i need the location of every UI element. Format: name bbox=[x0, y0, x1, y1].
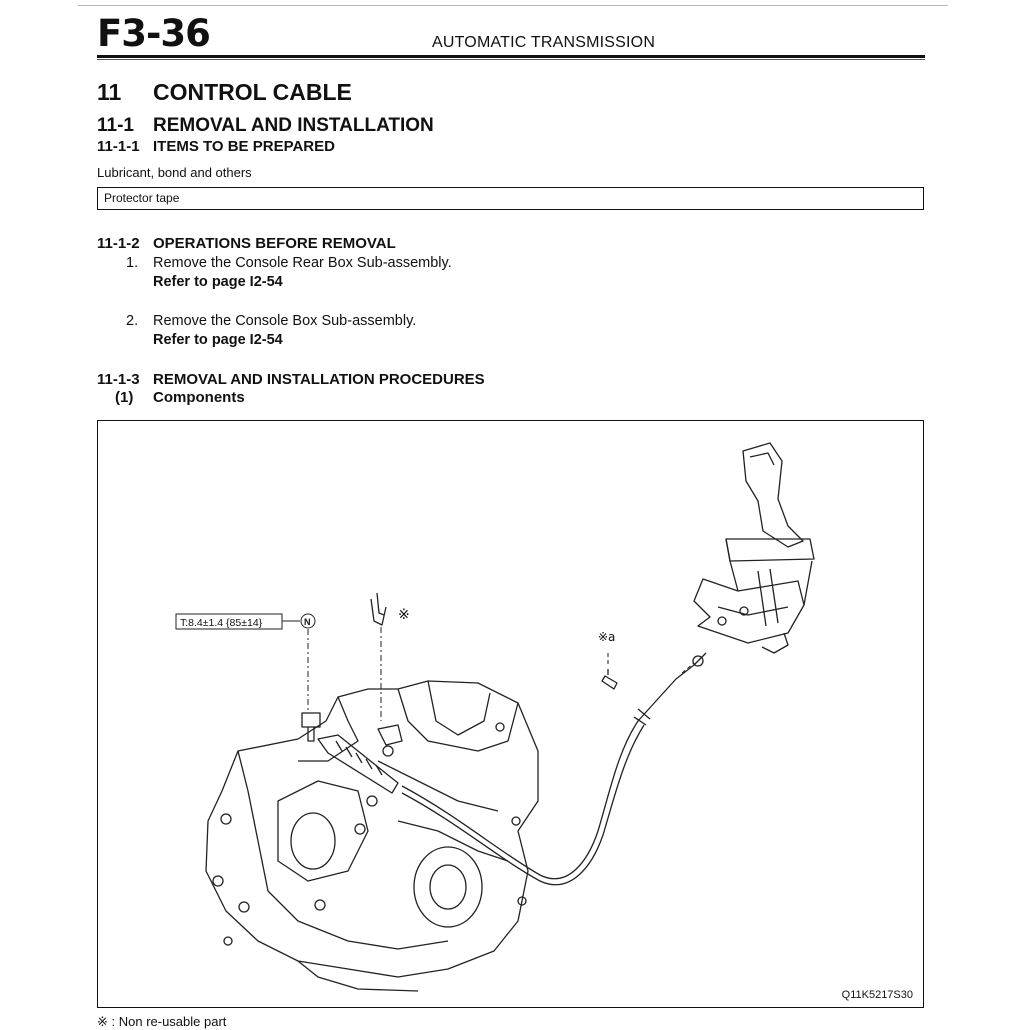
items-table-cell: Protector tape bbox=[104, 191, 180, 205]
pin-mark: ※a bbox=[598, 630, 615, 644]
items-category: Lubricant, bond and others bbox=[97, 165, 252, 180]
components-figure: T:8.4±1.4 {85±14} N ※ ※a Q11K5217S30 bbox=[97, 420, 924, 1008]
page-number: F3-36 bbox=[97, 12, 211, 55]
torque-symbol: N bbox=[304, 617, 311, 627]
header-rule bbox=[97, 55, 925, 58]
section-number: 11 bbox=[97, 79, 122, 105]
clip-part bbox=[370, 592, 387, 626]
procedures-title: REMOVAL AND INSTALLATION PROCEDURES bbox=[153, 371, 485, 388]
procedures-number: 11-1-3 bbox=[97, 371, 140, 388]
figure-code: Q11K5217S30 bbox=[841, 989, 913, 1001]
items-table: Protector tape bbox=[97, 187, 924, 210]
items-number: 11-1-1 bbox=[97, 138, 140, 155]
subsection-number: 11-1 bbox=[97, 115, 134, 136]
components-number: (1) bbox=[115, 389, 134, 406]
transaxle-housing bbox=[205, 680, 539, 992]
components-heading: (1) Components bbox=[115, 389, 245, 406]
header-rule-thin bbox=[97, 59, 925, 60]
torque-callout: T:8.4±1.4 {85±14} N bbox=[175, 613, 316, 711]
subsection-heading: 11-1 REMOVAL AND INSTALLATION bbox=[97, 115, 434, 137]
components-illustration: T:8.4±1.4 {85±14} N ※ ※a bbox=[175, 442, 815, 992]
operations-heading: 11-1-2 OPERATIONS BEFORE REMOVAL bbox=[97, 235, 396, 252]
items-heading: 11-1-1 ITEMS TO BE PREPARED bbox=[97, 138, 335, 155]
chapter-title: AUTOMATIC TRANSMISSION bbox=[432, 34, 656, 51]
procedures-heading: 11-1-3 REMOVAL AND INSTALLATION PROCEDUR… bbox=[97, 371, 485, 388]
step-number: 1. bbox=[126, 255, 139, 271]
step-2-reference: Refer to page I2-54 bbox=[153, 332, 283, 348]
cable-leader bbox=[681, 662, 695, 674]
step-1-reference: Refer to page I2-54 bbox=[153, 274, 283, 290]
torque-label: T:8.4±1.4 {85±14} bbox=[180, 617, 263, 629]
pin-part bbox=[601, 669, 618, 690]
step-text: Remove the Console Rear Box Sub-assembly… bbox=[153, 255, 452, 271]
footnote: ※ : Non re-usable part bbox=[97, 1014, 227, 1029]
manual-shaft bbox=[301, 712, 403, 794]
subsection-title: REMOVAL AND INSTALLATION bbox=[153, 115, 434, 136]
control-cable bbox=[401, 652, 707, 886]
components-title: Components bbox=[153, 389, 245, 406]
step-text: Remove the Console Box Sub-assembly. bbox=[153, 313, 417, 329]
shift-lever-assembly bbox=[693, 442, 815, 654]
operations-number: 11-1-2 bbox=[97, 235, 140, 252]
top-rule bbox=[78, 5, 948, 6]
step-number: 2. bbox=[126, 313, 139, 329]
section-heading: 11 CONTROL CABLE bbox=[97, 79, 352, 106]
section-title: CONTROL CABLE bbox=[153, 79, 352, 105]
clip-mark: ※ bbox=[398, 607, 410, 623]
items-title: ITEMS TO BE PREPARED bbox=[153, 138, 335, 155]
operations-title: OPERATIONS BEFORE REMOVAL bbox=[153, 235, 396, 252]
